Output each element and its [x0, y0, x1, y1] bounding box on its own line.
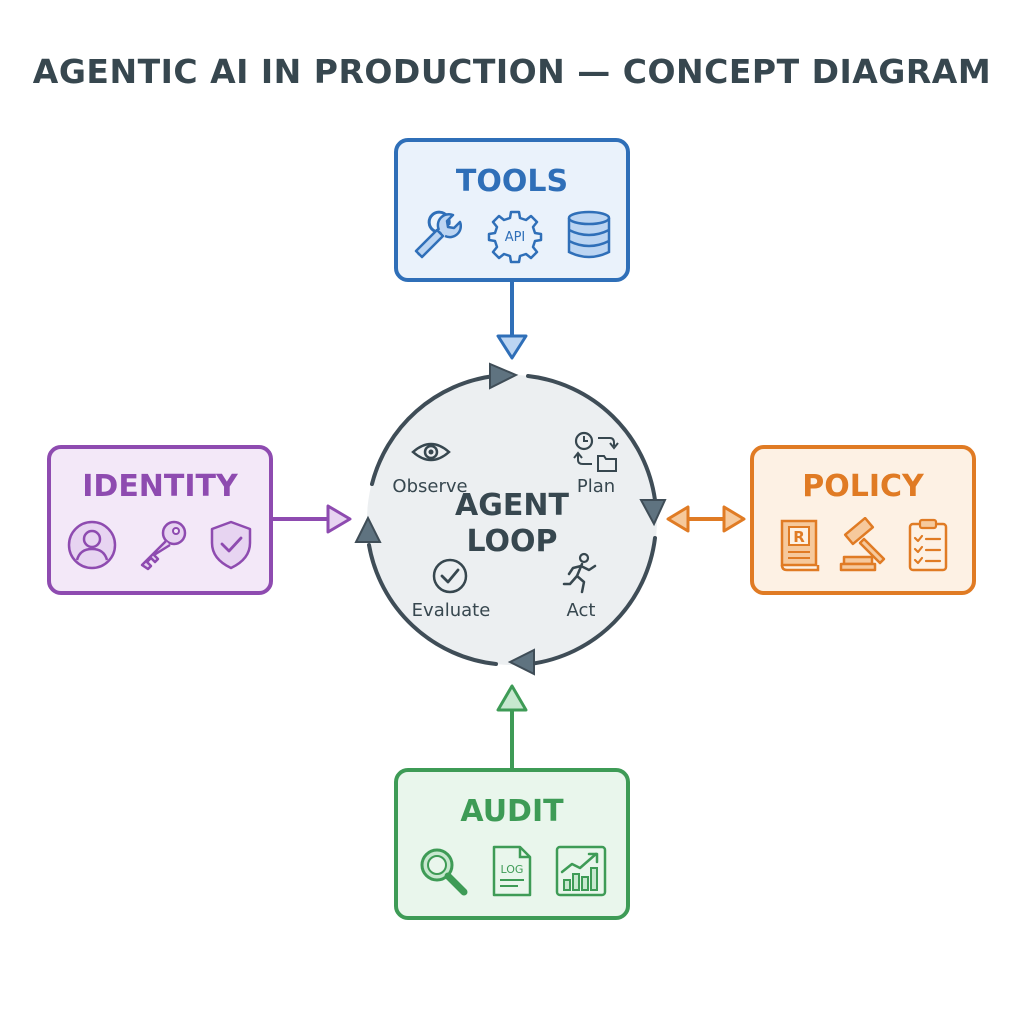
checklist-icon [908, 518, 948, 572]
rule-book-letter: R [793, 528, 805, 546]
identity-box: IDENTITY [47, 445, 273, 595]
audit-box: AUDIT LOG [394, 768, 630, 920]
loop-arrowhead-top [489, 362, 519, 390]
check-circle-icon [432, 558, 468, 594]
agent-loop-title-line2: LOOP [466, 524, 558, 559]
step-observe-label: Observe [392, 476, 468, 497]
tools-arrowhead [496, 334, 528, 360]
tools-box: TOOLS API [394, 138, 630, 282]
magnifier-icon [420, 848, 468, 896]
audit-arrowhead [496, 684, 528, 712]
log-document-icon: LOG [492, 845, 532, 897]
shield-check-icon [210, 520, 252, 570]
step-act-label: Act [566, 600, 596, 621]
diagram-title: AGENTIC AI IN PRODUCTION — CONCEPT DIAGR… [32, 52, 992, 91]
agent-loop-title-line1: AGENT [455, 488, 569, 523]
agent-loop-disc [367, 375, 657, 665]
loop-arrowhead-right [639, 499, 667, 527]
rule-book-icon: R [780, 519, 820, 572]
plan-icon [573, 431, 619, 472]
user-icon [67, 520, 117, 570]
gavel-icon [839, 517, 886, 572]
chart-up-icon [555, 845, 607, 897]
api-gear-icon: API [487, 210, 543, 264]
step-evaluate-label: Evaluate [411, 600, 491, 621]
policy-title: POLICY [802, 469, 924, 504]
identity-title: IDENTITY [82, 469, 238, 504]
api-label: API [505, 230, 526, 245]
policy-box: POLICY R [750, 445, 976, 595]
audit-title: AUDIT [460, 794, 564, 829]
running-person-icon [562, 552, 597, 594]
identity-arrowhead [326, 504, 352, 534]
loop-arrowhead-left [354, 515, 382, 543]
loop-arrowhead-bottom [507, 648, 535, 676]
database-icon [567, 210, 611, 259]
policy-arrowhead-right [722, 505, 746, 533]
policy-arrowhead-left [666, 505, 690, 533]
tools-title: TOOLS [455, 164, 569, 199]
agent-loop-title: AGENT LOOP [412, 488, 612, 560]
eye-icon [411, 442, 451, 462]
step-plan-label: Plan [576, 476, 616, 497]
agent-loop-ring [367, 374, 657, 666]
key-icon [140, 520, 187, 571]
wrench-icon [414, 210, 462, 259]
log-label: LOG [501, 863, 524, 876]
